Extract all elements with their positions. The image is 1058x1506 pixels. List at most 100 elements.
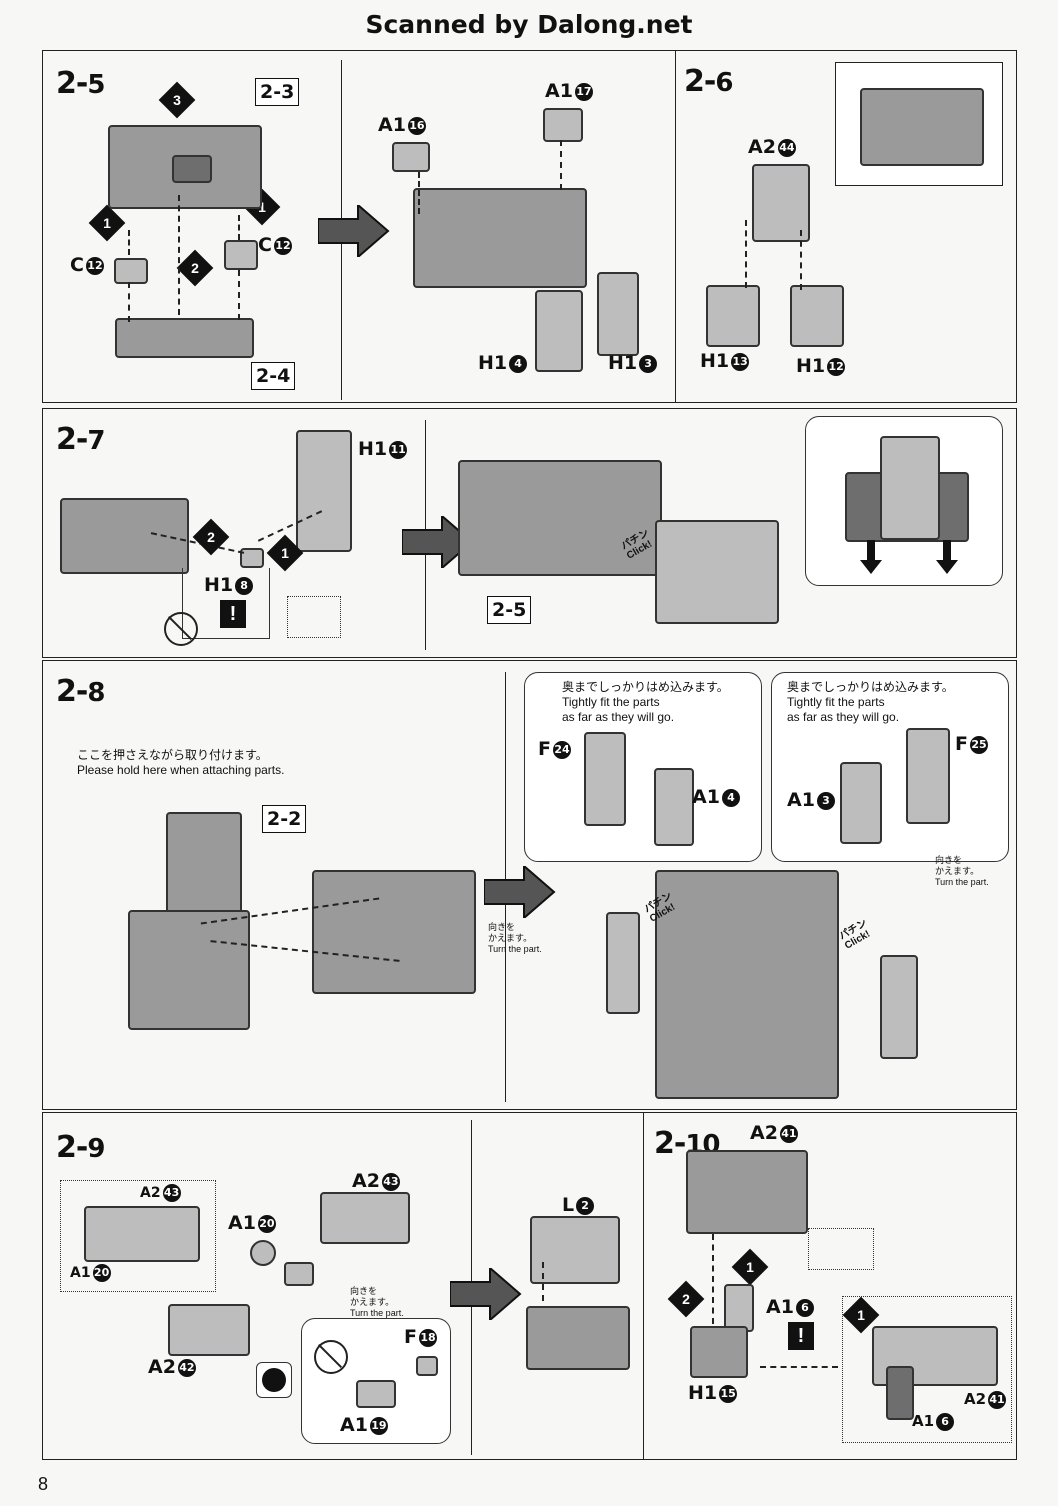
order-marker-3: 3 bbox=[158, 81, 196, 119]
a2-41-illustration bbox=[686, 1150, 808, 1234]
hold-instruction-jp: ここを押さえながら取り付けます。 bbox=[77, 748, 268, 762]
detail-a1-6-illustration bbox=[886, 1366, 914, 1420]
step-2-8-title: 2-8 bbox=[56, 674, 105, 709]
a1-16-illustration bbox=[392, 142, 430, 172]
prohibited-icon bbox=[314, 1340, 348, 1374]
step-2-7-title: 2-7 bbox=[56, 422, 105, 457]
row-1-divider-b bbox=[675, 50, 676, 403]
step-2-9-title: 2-9 bbox=[56, 1130, 105, 1165]
a1-3-illustration bbox=[840, 762, 882, 844]
guide-line bbox=[712, 1234, 714, 1324]
order-marker-2: 2 bbox=[192, 518, 230, 556]
h1-4-illustration bbox=[535, 290, 583, 372]
left-joint-illustration bbox=[114, 258, 148, 284]
turn-part-note: 向きをかえます。Turn the part. bbox=[350, 1286, 404, 1318]
fit-instruction-en-1: Tightly fit the parts bbox=[787, 695, 885, 709]
right-armor-illustration bbox=[880, 955, 918, 1059]
guide-line bbox=[238, 215, 240, 240]
guide-line bbox=[800, 230, 802, 290]
h1-8-callout-box bbox=[182, 568, 270, 639]
order-marker-2: 2 bbox=[176, 249, 214, 287]
a1-20-illustration bbox=[250, 1240, 276, 1266]
guide-line bbox=[745, 220, 747, 288]
h1-12-illustration bbox=[790, 285, 844, 347]
fit-instruction-en-1: Tightly fit the parts bbox=[562, 695, 660, 709]
a1-17-illustration bbox=[543, 108, 583, 142]
guide-line bbox=[178, 195, 180, 315]
a1-4-illustration bbox=[654, 768, 694, 846]
insert-block-illustration bbox=[172, 155, 212, 183]
step-2-6-title: 2-6 bbox=[684, 64, 733, 99]
frame-assembly-illustration bbox=[413, 188, 587, 288]
step-2-5-ref-2-4: 2-4 bbox=[251, 362, 296, 390]
fit-detail-inset-left bbox=[524, 672, 762, 862]
row-1-frame bbox=[42, 50, 1017, 403]
h1-15-illustration bbox=[690, 1326, 748, 1378]
color-indicator-icon bbox=[256, 1362, 292, 1398]
orientation-inset bbox=[287, 596, 341, 638]
row-4-divider-b bbox=[643, 1112, 644, 1460]
inset-shoulder-illustration bbox=[84, 1206, 200, 1262]
fit-instruction-jp: 奥までしっかりはめ込みます。 bbox=[787, 680, 954, 694]
upper-body-illustration bbox=[655, 870, 839, 1099]
order-marker-1: 1 bbox=[731, 1248, 769, 1286]
guide-line bbox=[542, 1262, 544, 1312]
order-marker-1: 1 bbox=[266, 534, 304, 572]
fit-detail-inset-right bbox=[771, 672, 1009, 862]
down-arrow-icon bbox=[860, 540, 882, 574]
a1-19-illustration bbox=[356, 1380, 396, 1408]
next-step-arrow bbox=[450, 1268, 522, 1320]
turn-part-note: 向きをかえます。Turn the part. bbox=[488, 922, 542, 954]
a2-42-illustration bbox=[168, 1304, 250, 1356]
shoulder-assembly-illustration bbox=[526, 1306, 630, 1370]
caution-icon: ! bbox=[220, 600, 246, 628]
scan-banner: Scanned by Dalong.net bbox=[365, 10, 693, 39]
frame-assembly-illustration bbox=[458, 460, 662, 576]
next-step-arrow bbox=[484, 866, 556, 918]
a2-44-illustration bbox=[752, 164, 810, 242]
a2-43-illustration bbox=[320, 1192, 410, 1244]
h1-8-illustration bbox=[240, 548, 264, 568]
step-2-5-title: 2-5 bbox=[56, 66, 105, 101]
l2-illustration bbox=[530, 1216, 620, 1284]
body-frame-illustration bbox=[312, 870, 476, 994]
left-armor-illustration bbox=[606, 912, 640, 1014]
page-number: 8 bbox=[38, 1474, 49, 1494]
guide-line bbox=[128, 230, 130, 255]
guide-line bbox=[760, 1366, 838, 1368]
small-joint-illustration bbox=[284, 1262, 314, 1286]
h1-13-illustration bbox=[706, 285, 760, 347]
a1-6-illustration bbox=[724, 1284, 754, 1332]
wing-assembly-illustration bbox=[60, 498, 189, 574]
row-2-frame bbox=[42, 408, 1017, 658]
orientation-inset bbox=[808, 1228, 874, 1270]
hold-instruction-en: Please hold here when attaching parts. bbox=[77, 763, 285, 777]
next-step-arrow bbox=[402, 516, 474, 568]
turn-part-note: 向きをかえます。Turn the part. bbox=[935, 855, 989, 887]
prohibited-icon bbox=[164, 612, 198, 646]
order-marker-1-left: 1 bbox=[88, 204, 126, 242]
detail-h1-illustration bbox=[880, 436, 940, 540]
fit-instruction-jp: 奥までしっかりはめ込みます。 bbox=[562, 680, 729, 694]
f24-illustration bbox=[584, 732, 626, 826]
fit-instruction-en-2: as far as they will go. bbox=[787, 710, 900, 724]
